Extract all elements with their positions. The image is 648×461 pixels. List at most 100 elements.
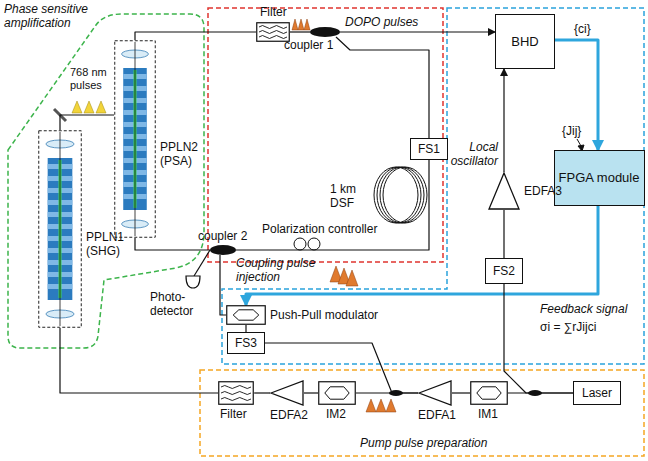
fpga-box: FPGA module: [554, 150, 645, 206]
amplifier-triangle: EDFA2: [270, 380, 304, 406]
pump-region: [200, 370, 644, 456]
fiber-coupler: [210, 245, 236, 255]
polarization-loops: [294, 238, 306, 250]
modulator-symbol: IM1: [470, 381, 508, 405]
ppln-crystal: [115, 41, 156, 238]
modulator-symbol: Push-Pull modulator: [226, 305, 266, 325]
modulator-symbol: [325, 387, 349, 399]
dopo-pulse-train: [292, 19, 310, 30]
box-label: Laser: [579, 386, 615, 400]
ppln-crystal: [39, 131, 82, 328]
dopo-region: [208, 8, 443, 262]
feedback-connector: [246, 206, 598, 305]
ppln-crystal: [38, 130, 82, 328]
phase-shifter-box: FS1: [410, 138, 448, 160]
amplifier-triangle: [489, 173, 519, 209]
shg-pulse-train: [84, 101, 94, 113]
pump-pulse-train: [366, 399, 376, 412]
pulse-label: DOPO pulses: [345, 15, 418, 29]
amplifier-triangle: [488, 172, 520, 210]
dopo-pulse-train: [298, 19, 304, 30]
box-label: BHD: [508, 35, 541, 49]
pump-pulse-train: [366, 399, 396, 412]
dopo-pulse-train: [292, 19, 298, 30]
amplifier-triangle: [419, 381, 451, 405]
fiber-coil: [377, 167, 421, 223]
pulse-label: Coupling pulse injection: [236, 256, 336, 284]
fiber-connector: [236, 160, 429, 250]
coupling-pulse-train: [346, 270, 358, 286]
modulator-symbol: [227, 306, 266, 325]
shg-pulse-train: [72, 101, 82, 113]
filter-symbol: [259, 36, 287, 39]
phase-shifter-box: FS2: [485, 258, 523, 284]
fiber-coupler: [310, 27, 340, 37]
filter-symbol: [221, 398, 251, 401]
amplifier-triangle: EDFA3: [488, 172, 520, 210]
shg-pulse-train: [96, 101, 106, 113]
component-label: Polarization controller: [262, 222, 377, 236]
modulator-symbol: [226, 305, 266, 325]
box-label: FS3: [232, 336, 260, 350]
fiber-coil: [374, 167, 427, 223]
feedback-region: [222, 8, 644, 364]
fiber-connector: [60, 115, 114, 130]
fiber-coil: [383, 167, 427, 223]
amplifier-triangle: [418, 380, 452, 406]
component-label: Photo-detector: [150, 290, 200, 318]
modulator-symbol: [233, 310, 259, 320]
filter-symbol: [218, 381, 254, 405]
fiber-connector: [340, 31, 495, 32]
photo-detector-symbol: [186, 250, 210, 288]
fiber-connector: [220, 255, 226, 315]
filter-symbol: [259, 26, 287, 29]
component-label: EDFA2: [270, 408, 308, 422]
component-label: coupler 2: [198, 229, 247, 243]
component-label: Filter: [220, 407, 247, 421]
ppln-crystal: [60, 132, 61, 326]
fiber-coupler: [210, 245, 236, 255]
fiber-connector: [336, 37, 429, 138]
ppln-crystal: [114, 40, 156, 238]
filter-symbol: Filter: [218, 381, 254, 405]
pump-pulse-train: [376, 399, 386, 412]
fiber-connector: [60, 328, 218, 393]
amplifier-triangle: [271, 381, 303, 405]
polarization-loops: [294, 238, 320, 250]
modulator-symbol: [471, 382, 508, 405]
fiber-connector: [503, 69, 504, 172]
component-label: EDFA1: [418, 408, 456, 422]
fiber-connector: [245, 325, 246, 332]
region-label: Feedback signal: [540, 302, 627, 316]
detector-box: BHD: [495, 14, 555, 69]
modulator-symbol: [477, 387, 501, 399]
box-label: FS1: [415, 142, 443, 156]
box-label: FPGA module: [556, 171, 643, 185]
component-label: Filter: [260, 5, 287, 19]
polarization-loops: [308, 238, 320, 250]
fiber-connector: [504, 284, 573, 393]
fiber-connector: [452, 392, 470, 393]
ppln-crystal: PPLN1 (SHG): [38, 130, 82, 328]
component-label: PPLN1 (SHG): [86, 230, 126, 258]
fiber-connector: [508, 392, 573, 393]
fiber-coupler: coupler 1: [310, 27, 340, 37]
fiber-coil: [380, 167, 424, 223]
filter-symbol: [259, 31, 287, 34]
amplifier-triangle: EDFA1: [418, 380, 452, 406]
dopo-pulse-train: [304, 19, 310, 30]
pump-pulse-train: [386, 399, 396, 412]
photo-detector-symbol: [194, 250, 210, 276]
psa-region: [8, 14, 204, 348]
fiber-connector: [290, 31, 310, 32]
component-label: IM2: [326, 407, 346, 421]
modulator-symbol: [319, 382, 356, 405]
phase-shifter-box: FS3: [227, 332, 265, 354]
fiber-coupler: coupler 2: [210, 245, 236, 255]
modulator-symbol: IM2: [318, 381, 356, 405]
shg-pulse-train: [72, 101, 106, 113]
jij-pointer: [577, 139, 581, 146]
region-label: Phase sensitive amplification: [4, 2, 99, 30]
ppln-crystal: PPLN2 (PSA): [114, 40, 156, 238]
component-label: IM1: [478, 407, 498, 421]
